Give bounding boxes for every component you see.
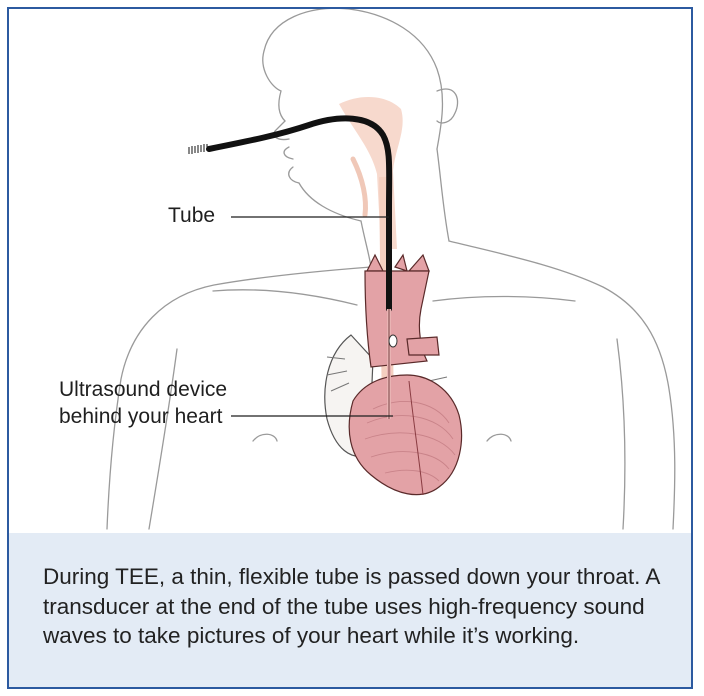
caption-panel: During TEE, a thin, flexible tube is pas…	[9, 533, 691, 687]
tube-label: Tube	[168, 202, 215, 229]
ultrasound-device-label: Ultrasound device behind your heart	[59, 376, 249, 430]
figure-frame: Tube Ultrasound device behind your heart…	[7, 7, 693, 689]
caption-text: During TEE, a thin, flexible tube is pas…	[43, 562, 673, 651]
tee-illustration	[9, 9, 693, 533]
